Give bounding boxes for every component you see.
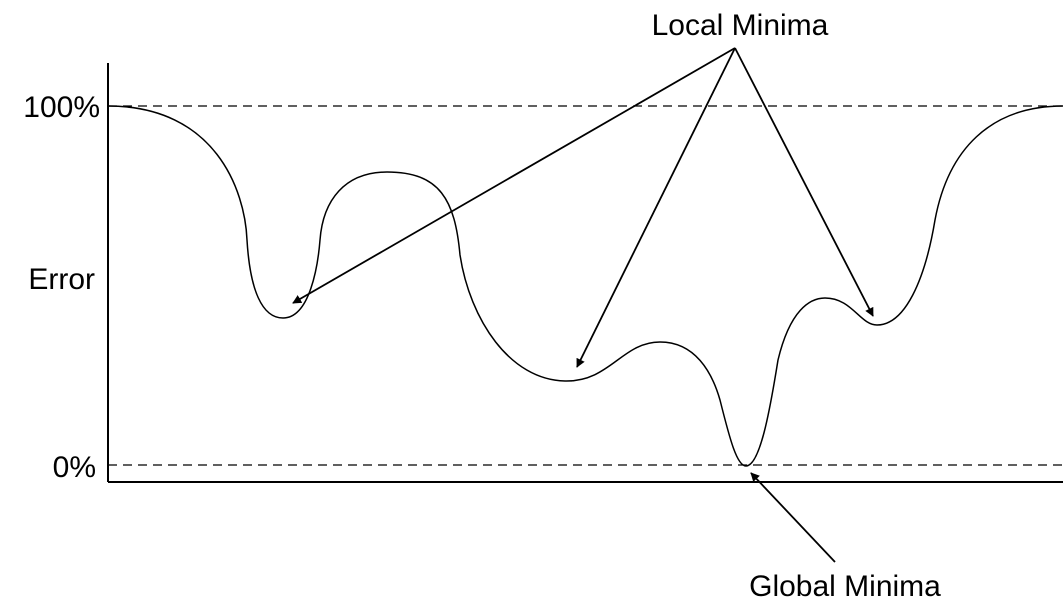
error-curve [107,105,1063,467]
y-axis-label: Error [28,263,95,296]
y-top-label: 100% [23,91,100,124]
global-minima-label: Global Minima [749,570,941,603]
arrow-to-local-minimum-right [734,47,874,317]
local-minima-label: Local Minima [652,9,829,42]
y-bottom-label: 0% [53,451,96,484]
arrow-to-global-minimum [750,472,836,563]
arrow-to-local-minimum-middle [576,47,736,368]
arrow-to-local-minimum-left [292,47,736,304]
